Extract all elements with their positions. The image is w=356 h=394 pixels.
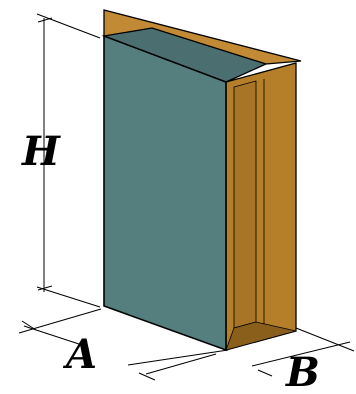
depth-label: A xyxy=(62,331,97,378)
height-bottom-extension-line xyxy=(36,286,101,308)
box-front-face xyxy=(103,34,227,352)
depth-dimension-line xyxy=(23,325,83,346)
height-top-extension-line xyxy=(36,13,101,39)
width-dimension-line xyxy=(145,353,217,375)
width-dimension-line-right xyxy=(251,341,351,367)
height-top-tick xyxy=(37,17,53,23)
depth-left-extension-line xyxy=(18,308,102,334)
width-left-extension-line xyxy=(127,349,229,366)
height-bottom-tick xyxy=(37,285,53,291)
width-left-tick xyxy=(138,372,156,381)
width-right-extension-line xyxy=(295,327,355,352)
side-inner-panel xyxy=(233,80,257,329)
side-bottom-shadow xyxy=(225,321,297,351)
width-right-tick xyxy=(257,369,273,377)
depth-left-tick xyxy=(21,320,37,331)
height-label: H xyxy=(21,128,61,175)
width-label: B xyxy=(285,349,320,394)
dimension-lines xyxy=(18,13,355,381)
